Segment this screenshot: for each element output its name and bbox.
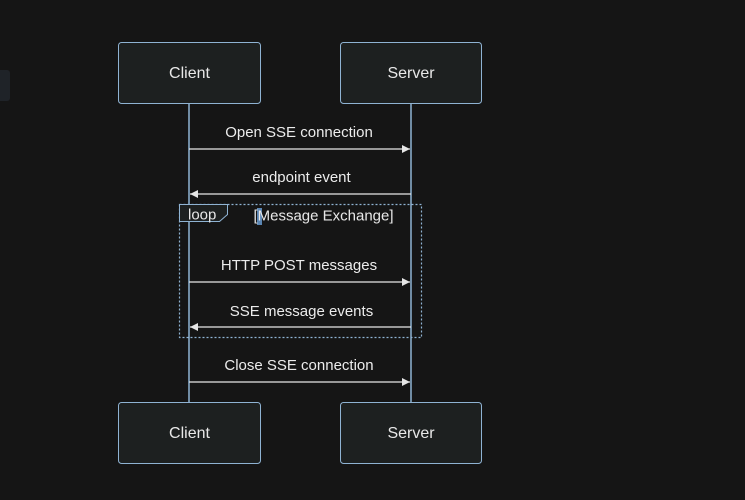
actor-label: Server — [387, 425, 435, 442]
message-label: HTTP POST messages — [221, 257, 377, 274]
actor-server-top[interactable]: Server — [340, 42, 482, 104]
loop-condition: [Message Exchange] — [253, 208, 393, 225]
text-cursor — [257, 208, 262, 225]
actor-client-bottom[interactable]: Client — [118, 402, 261, 464]
actor-client-top[interactable]: Client — [118, 42, 261, 104]
message-1: endpoint event — [190, 169, 411, 198]
loop-tab — [179, 204, 228, 222]
message-label: SSE message events — [230, 303, 373, 320]
actor-server-bottom[interactable]: Server — [340, 402, 482, 464]
loop-block: loop [Message Exchange] — [178, 203, 423, 339]
actor-label: Client — [169, 425, 210, 442]
message-4: Close SSE connection — [189, 357, 410, 386]
message-2: HTTP POST messages — [189, 257, 410, 286]
message-3: SSE message events — [190, 303, 411, 331]
loop-frame — [178, 203, 423, 339]
actor-label: Client — [169, 65, 210, 82]
message-label: Close SSE connection — [224, 357, 373, 374]
message-0: Open SSE connection — [189, 124, 410, 153]
message-label: Open SSE connection — [225, 124, 373, 141]
message-label: endpoint event — [252, 169, 351, 186]
actor-label: Server — [387, 65, 435, 82]
sidebar-edge — [0, 70, 10, 101]
loop-label: loop — [188, 207, 216, 224]
